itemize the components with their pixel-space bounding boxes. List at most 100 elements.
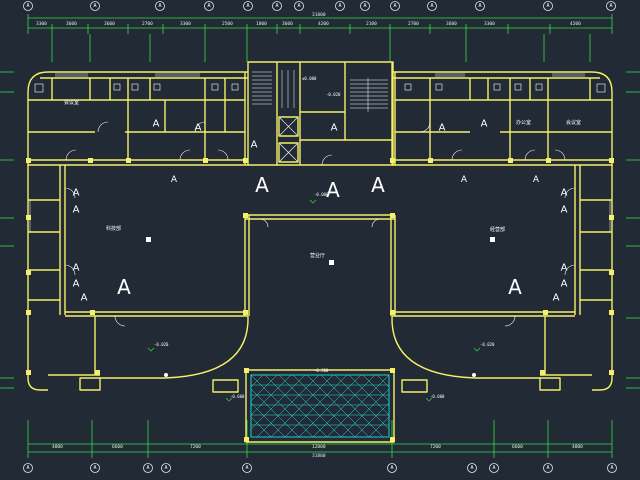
axis-label: A — [363, 3, 366, 9]
bottom-dimension-texts: 4800 6600 7200 12000 7200 6600 4800 3180… — [52, 444, 583, 459]
section-mark: A — [331, 123, 338, 134]
walls — [27, 61, 613, 443]
section-mark: A — [371, 173, 385, 197]
top-dim-11: 2700 — [408, 21, 419, 27]
axis-label: A — [492, 465, 495, 471]
bottom-dim-5: 7200 — [430, 444, 441, 450]
section-marks: A A A A A A A A A A A A A A A A A A A A … — [73, 119, 568, 304]
bottom-dim-7: 4800 — [572, 444, 583, 450]
bottom-dim-2: 6600 — [112, 444, 123, 450]
top-dim-2: 3600 — [66, 21, 77, 27]
room-label-meeting-right: 会议室 — [566, 119, 581, 126]
bottom-total-dimension: 31800 — [312, 453, 326, 459]
room-labels: 会议室 办公室 会议室 科技部 经营部 营业厅 — [64, 99, 581, 259]
window-bands — [29, 73, 611, 232]
axis-label: A — [609, 3, 612, 9]
stair-treads — [252, 70, 388, 112]
axis-label: A — [390, 465, 393, 471]
top-dim-12: 3600 — [446, 21, 457, 27]
section-mark: A — [255, 173, 269, 197]
top-dim-6: 2500 — [222, 21, 233, 27]
section-mark: A — [439, 123, 446, 134]
top-dim-1: 3300 — [36, 21, 47, 27]
room-label-office-right: 经营部 — [490, 226, 505, 233]
axis-label: A — [164, 465, 167, 471]
elevation-main-hall: -0.000 — [314, 192, 329, 197]
axis-label: A — [393, 3, 396, 9]
section-mark: A — [481, 119, 488, 130]
top-dim-8: 3600 — [282, 21, 293, 27]
elevation-left-corridor: -0.020 — [154, 342, 169, 347]
glass-canopy — [250, 374, 390, 438]
door-swings — [64, 121, 576, 327]
top-dim-3: 3600 — [104, 21, 115, 27]
elevation-right-step: -0.600 — [430, 394, 445, 399]
section-mark: A — [561, 188, 568, 199]
elevator-shafts — [279, 117, 298, 162]
elevation-entrance-canopy: -0.300 — [314, 368, 329, 373]
axis-markers-top — [23, 1, 616, 11]
section-mark: A — [73, 205, 80, 216]
axis-label: A — [93, 3, 96, 9]
fixture-dots — [146, 237, 495, 377]
bottom-dim-6: 6600 — [512, 444, 523, 450]
section-mark: A — [561, 205, 568, 216]
top-dim-5: 3300 — [180, 21, 191, 27]
bottom-dim-3: 7200 — [190, 444, 201, 450]
axis-label: A — [546, 465, 549, 471]
section-mark: A — [251, 140, 258, 151]
section-mark: A — [553, 293, 560, 304]
section-mark: A — [153, 119, 160, 130]
axis-marker-labels-top: A A A A A A A A A A A A A A — [26, 3, 612, 9]
section-mark: A — [73, 263, 80, 274]
elevation-right-corridor: -0.020 — [480, 342, 495, 347]
top-dim-9: 4200 — [318, 21, 329, 27]
room-label-office-left: 科技部 — [106, 225, 121, 232]
room-label-office-right-top: 办公室 — [516, 119, 531, 126]
axis-label: A — [610, 465, 613, 471]
room-label-lobby: 营业厅 — [310, 252, 325, 259]
top-dim-14: 4200 — [570, 21, 581, 27]
axis-label: A — [546, 3, 549, 9]
axis-label: A — [158, 3, 161, 9]
axis-label: A — [207, 3, 210, 9]
axis-label: A — [470, 465, 473, 471]
top-dim-13: 3300 — [484, 21, 495, 27]
elevation-tags: -0.000 -0.020 -0.020 -0.300 -0.600 -0.60… — [147, 76, 495, 402]
section-mark: A — [533, 175, 540, 185]
axis-label: A — [93, 465, 96, 471]
section-mark: A — [508, 275, 522, 299]
section-mark: A — [117, 275, 131, 299]
axis-label: A — [297, 3, 300, 9]
section-mark: A — [171, 175, 178, 185]
room-label-meeting-left: 会议室 — [64, 99, 79, 106]
top-dim-4: 2700 — [142, 21, 153, 27]
axis-label: A — [26, 3, 29, 9]
top-dim-10: 2100 — [366, 21, 377, 27]
axis-label: A — [478, 3, 481, 9]
section-mark: A — [73, 188, 80, 199]
bottom-dim-4: 12000 — [312, 444, 326, 450]
section-mark: A — [561, 263, 568, 274]
elevation-left-step: -0.600 — [230, 394, 245, 399]
toilet-fixtures — [34, 83, 606, 93]
section-mark: A — [195, 123, 202, 134]
axis-label: A — [26, 465, 29, 471]
elevation-stair-b: -0.020 — [326, 92, 341, 97]
top-dim-7: 1800 — [256, 21, 267, 27]
axis-label: A — [338, 3, 341, 9]
axis-markers-bottom — [23, 463, 617, 473]
section-mark: A — [326, 178, 340, 202]
axis-label: A — [275, 3, 278, 9]
top-total-dimension: 31800 — [312, 12, 326, 18]
axis-label: A — [430, 3, 433, 9]
elevation-stair-a: ±0.000 — [302, 76, 317, 81]
section-mark: A — [73, 279, 80, 290]
section-mark: A — [461, 175, 468, 185]
axis-label: A — [245, 465, 248, 471]
bottom-dim-1: 4800 — [52, 444, 63, 450]
axis-marker-labels-bottom: A A A A A A A A A A — [26, 465, 613, 471]
section-mark: A — [561, 279, 568, 290]
section-mark: A — [81, 293, 88, 304]
